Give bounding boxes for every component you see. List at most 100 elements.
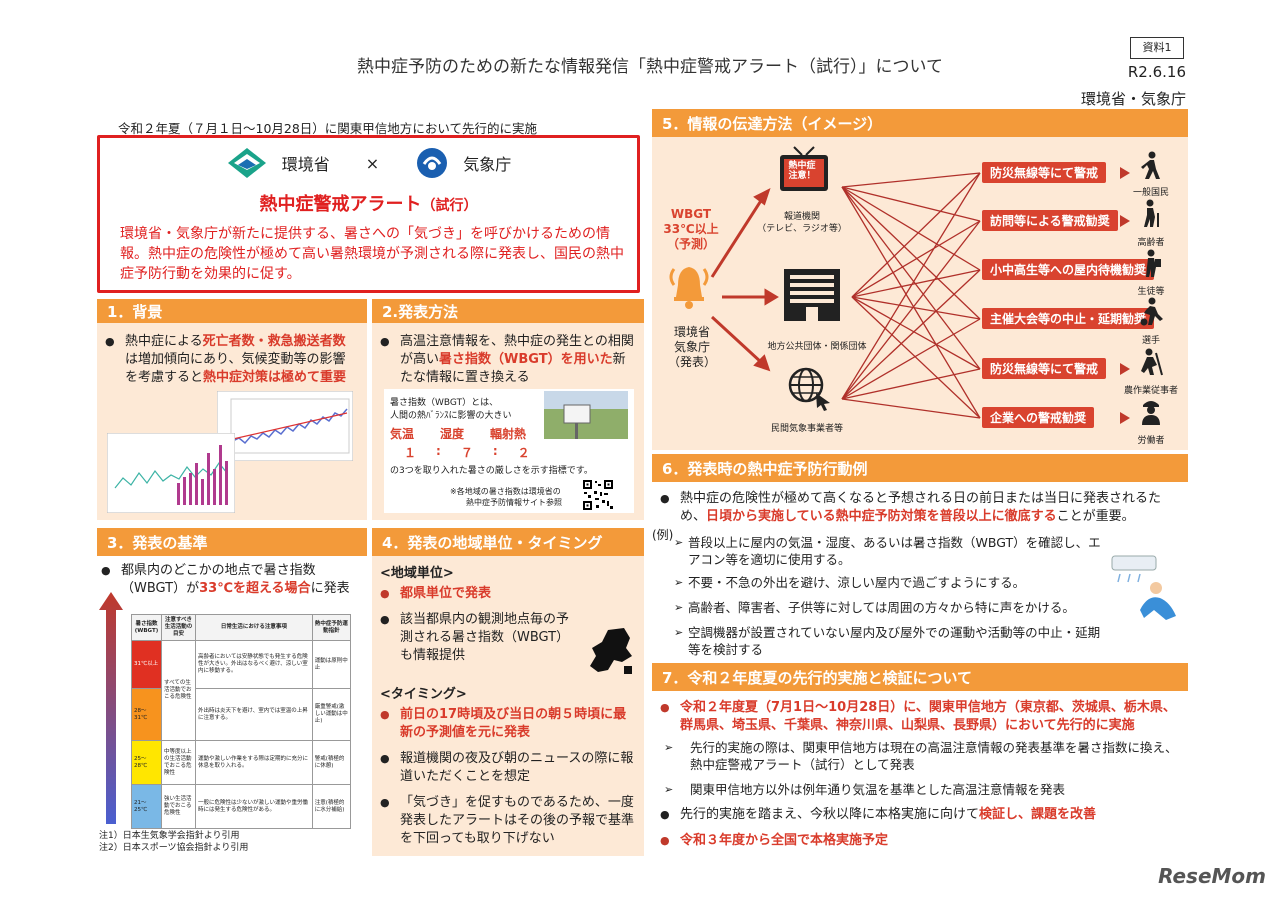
example-item: 普段以上に屋内の気温・湿度、あるいは暑さ指数（WBGT）を確認し、エアコン等を適… [662, 534, 1102, 568]
table-header-daily: 日常生活における注意事項 [195, 614, 313, 641]
table-cell-daily: 運動や激しい作業をする際は定期的に充分に休息を取り入れる。 [195, 740, 313, 785]
ratio-2: ２ [517, 446, 530, 460]
s4-t1-a: 前日の17時頃 [400, 707, 484, 722]
ratio-colon-2: : [492, 444, 498, 458]
wbgt-card-line2: 人間の熱ﾊﾞﾗﾝｽに影響の大きい [390, 411, 512, 421]
temperature-trend-chart-image [217, 391, 353, 461]
wbgt-meter-photo-image [544, 391, 628, 439]
local-gov-label: 地方公共団体・関係団体 [767, 342, 867, 352]
s4-r2: 該当都県内の観測地点毎の予測される暑さ指数（WBGT）も情報提供 [400, 612, 570, 663]
farmer-icon [1141, 348, 1163, 376]
alert-title-suffix: （試行） [421, 198, 478, 214]
s3-text-a: 都県内のどこかの地点で暑さ指数（WBGT）が [121, 563, 316, 596]
wbgt-threshold-label: WBGT 33℃以上 （予測） [663, 207, 719, 251]
times-mark: × [365, 153, 380, 173]
example-item: 高齢者、障害者、子供等に対しては周囲の方々から特に声をかける。 [662, 599, 1102, 616]
region-bullet-2: 該当都県内の観測地点毎の予測される暑さ指数（WBGT）も情報提供 [380, 611, 630, 665]
s4-t1-c: 当日の朝５時頃 [509, 707, 601, 722]
s7-b1-c: 関東甲信地方 [928, 700, 1007, 715]
s1-text-c: は増加傾向にあり、気候変動等の影響を考慮すると [125, 352, 346, 385]
s7-b1-a: 令和２年度夏 [680, 700, 759, 715]
target-label: 農作業従事者 [1123, 386, 1178, 396]
target-label: 選手 [1141, 336, 1160, 346]
ratio-1: １ [404, 446, 417, 460]
s1-text-d: 熱中症対策は極めて重要 [203, 370, 347, 385]
channel-tag: 小中高生等への屋内待機勧奨 [982, 259, 1155, 280]
region-bullet-1: 都県単位で発表 [380, 585, 630, 603]
section1-header: 1．背景 [97, 299, 367, 323]
s2-text-b: 暑さ指数（WBGT）を用いた [439, 352, 613, 367]
table-cell-activity: 強い生活活動でおこる危険性 [161, 784, 196, 829]
air-conditioner-person-icon [1111, 555, 1176, 620]
footnote-1: 注1）日本生気象学会指針より引用 [99, 831, 240, 841]
channel-tag: 企業への警戒勧奨 [982, 407, 1095, 428]
private-weather-label: 民間気象事業者等 [770, 424, 843, 434]
s7-b1-b: （7月1日～10月28日）に、 [758, 700, 929, 715]
timing-bullet-2: 報道機関の夜及び朝のニュースの際に報道いただくことを想定 [380, 750, 634, 786]
table-cell-sport: 注意(積極的に水分補給) [311, 784, 352, 829]
target-label: 高齢者 [1137, 238, 1165, 248]
section7-bullet-1: 令和２年度夏（7月1日～10月28日）に、関東甲信地方（東京都、茨城県、栃木県、… [660, 699, 1184, 735]
example-item: 空調機器が設置されていない屋内及び屋外での運動や活動等の中止・延期等を検討する [662, 624, 1102, 658]
factor-humidity: 湿度 [440, 427, 465, 441]
s1-text-a: 熱中症による [125, 334, 203, 349]
section3-bullet: 都県内のどこかの地点で暑さ指数（WBGT）が33℃を超える場合に発表 [101, 562, 359, 598]
timing-bullet-1: 前日の17時頃及び当日の朝５時頃に最新の予測値を元に発表 [380, 706, 634, 742]
tv-icon [780, 146, 828, 191]
ratio-7: ７ [460, 446, 473, 460]
table-cell-level: 25～28℃ [131, 740, 162, 785]
section4-header: 4．発表の地域単位・タイミング [372, 528, 644, 556]
table-cell-daily: 外出時は炎天下を避け、室内では室温の上昇に注意する。 [195, 688, 313, 741]
s7-b1-d: （東京都、茨城県、栃木県、群馬県、埼玉県、千葉県、神奈川県、山梨県、長野県）にお… [680, 700, 1176, 733]
alert-title: 熱中症警戒アラート（試行） [100, 190, 637, 216]
tv-screen-text: 熱中症 注意！ [788, 161, 816, 181]
table-cell-sport: 運動は原則中止 [311, 640, 352, 689]
section1-panel: 熱中症による死亡者数・救急搬送者数は増加傾向にあり、気候変動等の影響を考慮すると… [97, 323, 367, 520]
section2-header: 2.発表方法 [372, 299, 644, 323]
s7-b1-e: 先行的に実施 [1056, 718, 1135, 733]
implementation-subtitle: 令和２年夏（７月１日～10月28日）に関東甲信地方において先行的に実施 [118, 121, 537, 136]
s6-text-a: 熱中症の危険性が極めて高くなると予想される日の前日または当日に発表されるため、 [680, 491, 1162, 524]
jma-name: 気象庁 [463, 155, 512, 174]
s6-text-c: ことが重要。 [1056, 509, 1135, 524]
s4-t1-d: に最新の [400, 707, 627, 740]
table-cell-sport: 厳重警戒(激しい運動は中止) [311, 688, 352, 741]
table-cell-activity: 中等度以上の生活活動でおこる危険性 [161, 740, 196, 785]
wbgt-card-line3: の3つを取り入れた暑さの厳しさを示す指標です。 [390, 466, 593, 476]
s6-text-b: 日頃から実施している熱中症予防対策を普段以上に徹底する [706, 509, 1057, 524]
s4-r1-b: で発表 [452, 586, 492, 601]
table-row: 28～31℃ 外出時は炎天下を避け、室内では室温の上昇に注意する。 厳重警戒(激… [131, 688, 352, 741]
s4-r1-a: 都県単位 [400, 586, 453, 601]
channel-tag: 防災無線等にて警戒 [982, 358, 1107, 379]
s3-text-c: に発表 [310, 581, 350, 596]
media-sublabel: （テレビ、ラジオ等） [757, 224, 847, 234]
channel-tag: 防災無線等にて警戒 [982, 162, 1107, 183]
target-label: 労働者 [1137, 436, 1165, 446]
s2-text-c: 新たな情報に置き換える [400, 352, 626, 385]
section1-bullet: 熱中症による死亡者数・救急搬送者数は増加傾向にあり、気候変動等の影響を考慮すると… [105, 333, 353, 387]
person-walking-icon [1141, 151, 1160, 179]
s4-t1-e: 予測値 [426, 725, 466, 740]
table-cell-level: 28～31℃ [131, 688, 162, 741]
table-header-activity: 注意すべき生活活動の目安 [161, 614, 196, 641]
s7-b2-b: 検証し、課題を改善 [979, 807, 1097, 822]
doc-org: 環境省・気象庁 [1080, 90, 1186, 108]
moe-name: 環境省 [281, 155, 330, 174]
moe-logo-icon [227, 148, 266, 178]
qr-code-icon[interactable] [582, 479, 614, 511]
page-title: 熱中症予防のための新たな情報発信「熱中症警戒アラート（試行）」について [357, 57, 943, 77]
s4-t1-f: を元に発表 [465, 725, 531, 740]
section2-panel: 高温注意情報を、熱中症の発生との相関が高い暑さ指数（WBGT）を用いた新たな情報… [372, 323, 644, 520]
alarm-bell-icon [669, 267, 709, 309]
alert-description: 環境省・気象庁が新たに提供する、暑さへの「気づき」を呼びかけるための情報。熱中症… [120, 226, 624, 282]
elderly-person-icon [1144, 199, 1159, 227]
section5-header: 5．情報の伝達方法（イメージ） [652, 109, 1188, 137]
timing-bullet-3: 「気づき」を促すものであるため、一度発表したアラートはその後の予報で基準を下回っ… [380, 794, 634, 848]
table-cell-daily: 一般に危険性は少ないが激しい運動や重労働時には発生する危険性がある。 [195, 784, 313, 829]
logo-row: 環境省 × 気象庁 [100, 146, 637, 180]
section6-panel: 熱中症の危険性が極めて高くなると予想される日の前日または当日に発表されるため、日… [652, 482, 1188, 660]
student-icon [1146, 249, 1161, 277]
section7-header: 7．令和２年度夏の先行的実施と検証について [652, 663, 1188, 691]
issuer-label: 環境省 気象庁 （発表） [667, 325, 716, 369]
factor-radiant-heat: 輻射熱 [490, 427, 527, 441]
